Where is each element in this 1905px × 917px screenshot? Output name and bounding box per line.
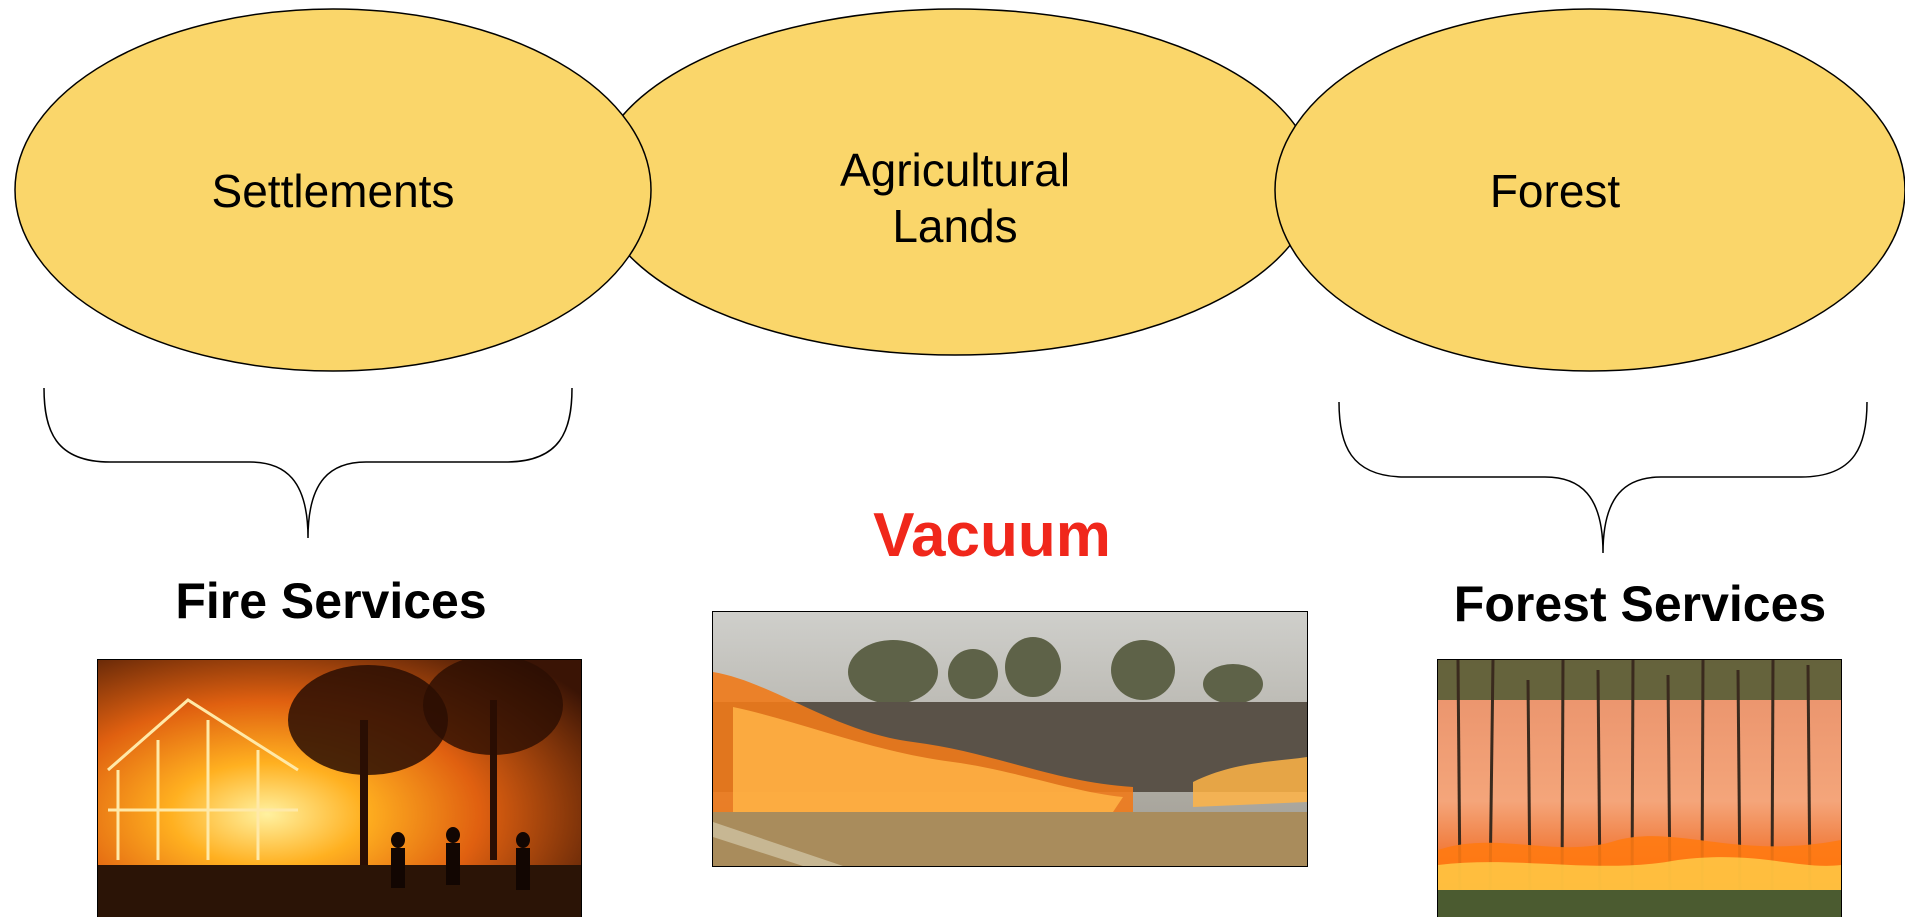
vacuum-label: Vacuum <box>873 501 1111 570</box>
forest-label: Forest <box>1489 165 1621 217</box>
forest-fire-photo <box>1437 659 1842 917</box>
right-brace <box>1338 401 1868 554</box>
settlements-label: Settlements <box>211 165 455 217</box>
burning-house-photo <box>97 659 582 917</box>
agricultural-label-line1: Agricultural <box>839 144 1071 196</box>
forest-ellipse <box>1274 8 1905 372</box>
agricultural-lands-label: Agricultural Lands <box>755 142 1155 254</box>
agricultural-label-line2: Lands <box>892 200 1018 252</box>
grassland-fire-photo <box>712 611 1308 867</box>
settlements-ellipse <box>14 8 652 372</box>
forest-services-label: Forest Services <box>1453 576 1827 632</box>
left-brace <box>43 387 573 539</box>
fire-services-label: Fire Services <box>175 573 487 629</box>
